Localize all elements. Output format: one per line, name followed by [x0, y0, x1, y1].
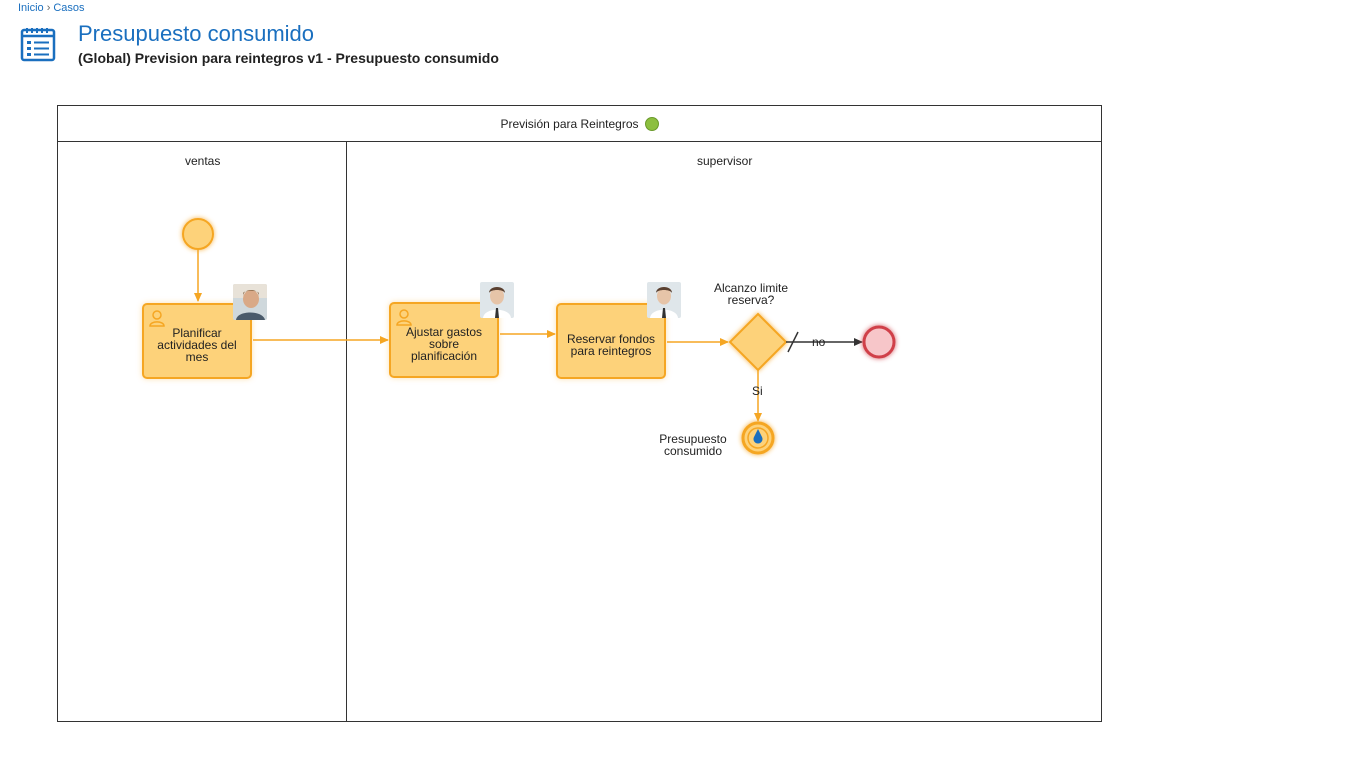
- case-list-icon: [20, 28, 56, 62]
- intermediate-event-marker-icon: [753, 429, 763, 444]
- pool-title: Previsión para Reintegros: [500, 116, 639, 131]
- default-flow-slash: [787, 331, 799, 353]
- gateway-no-label: no: [812, 335, 826, 349]
- lane-label-ventas: ventas: [185, 154, 221, 168]
- task-planificar[interactable]: Planificar actividades del mes: [142, 303, 252, 379]
- avatar-icon: [647, 282, 681, 318]
- task-ajustar-gastos[interactable]: Ajustar gastos sobre planificación: [389, 302, 499, 378]
- task-label: Reservar fondos para reintegros: [566, 332, 656, 358]
- process-pool: Previsión para Reintegros ventas supervi…: [57, 105, 1102, 722]
- intermediate-event-label: Presupuesto consumido: [659, 432, 727, 458]
- breadcrumb-current-link[interactable]: Casos: [53, 2, 85, 14]
- page-subtitle: (Global) Prevision para reintegros v1 - …: [78, 50, 499, 66]
- avatar-icon: [233, 284, 267, 320]
- avatar-icon: [480, 282, 514, 318]
- user-task-icon: [396, 309, 412, 326]
- task-label: Planificar actividades del mes: [157, 326, 237, 364]
- breadcrumb-separator: ›: [46, 2, 51, 14]
- exclusive-gateway[interactable]: [728, 312, 788, 372]
- lane-label-supervisor: supervisor: [697, 154, 753, 168]
- task-reservar-fondos[interactable]: Reservar fondos para reintegros: [556, 303, 666, 379]
- lane-divider: [346, 141, 347, 721]
- breadcrumb: Inicio›Casos: [18, 2, 85, 14]
- end-event[interactable]: [862, 325, 896, 359]
- intermediate-event-inner-ring: [747, 427, 769, 449]
- page-title: Presupuesto consumido: [78, 21, 315, 46]
- gateway-question-label: Alcanzo limite reserva?: [713, 281, 789, 307]
- user-task-icon: [149, 310, 165, 327]
- gateway-si-label: Si: [752, 384, 763, 398]
- pool-header: Previsión para Reintegros: [58, 106, 1101, 142]
- task-label: Ajustar gastos sobre planificación: [405, 325, 483, 363]
- breadcrumb-home-link[interactable]: Inicio: [18, 2, 44, 14]
- start-event[interactable]: [182, 218, 214, 250]
- pool-status-dot: [644, 116, 659, 131]
